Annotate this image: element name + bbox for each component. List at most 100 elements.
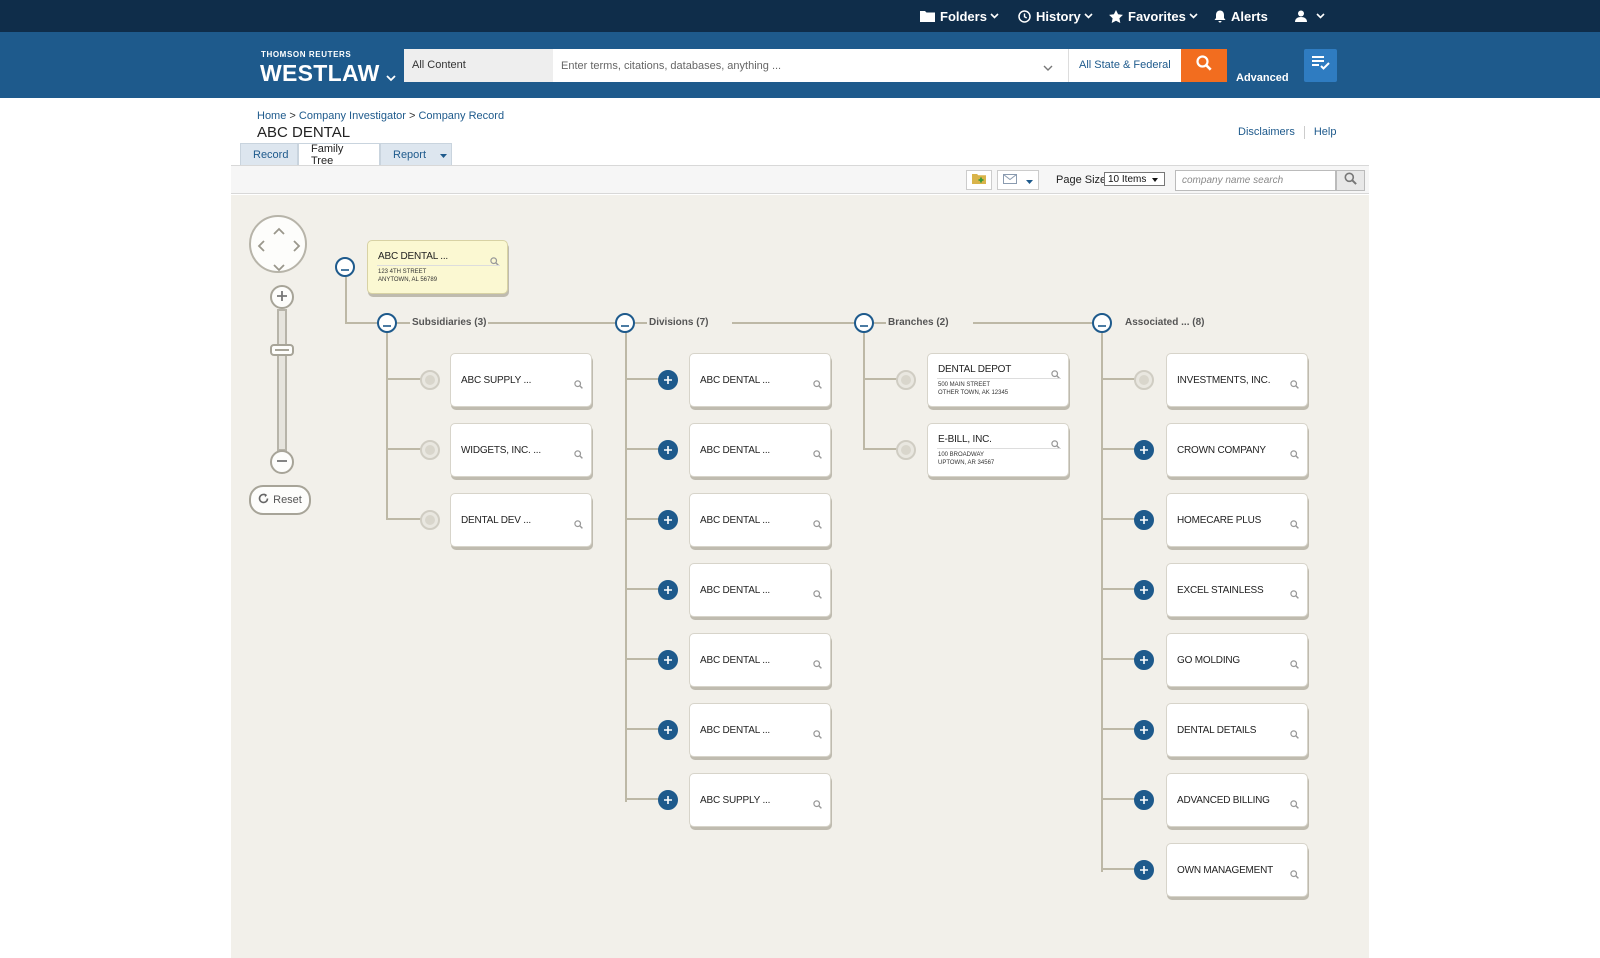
chevron-down-icon[interactable] [1043,59,1053,77]
branch-node[interactable]: E-BILL, INC. 100 BROADWAY UPTOWN, AR 345… [927,423,1069,477]
search-icon[interactable] [1290,726,1299,744]
associated-node[interactable]: HOMECARE PLUS [1166,493,1308,547]
search-icon[interactable] [574,376,583,394]
collapse-root-toggle[interactable] [335,257,355,277]
subsidiary-node[interactable]: WIDGETS, INC. ... [450,423,592,477]
search-icon[interactable] [574,516,583,534]
associated-node[interactable]: EXCEL STAINLESS [1166,563,1308,617]
favorites-menu[interactable]: Favorites [1109,0,1198,32]
expand-node-toggle[interactable] [658,370,678,390]
division-node[interactable]: ABC SUPPLY ... [689,773,831,827]
tab-record[interactable]: Record [240,143,298,165]
pan-down-icon[interactable] [273,259,285,277]
expand-node-toggle[interactable] [658,790,678,810]
associated-node[interactable]: ADVANCED BILLING [1166,773,1308,827]
collapse-subsidiaries-toggle[interactable] [377,313,397,333]
search-icon[interactable] [813,586,822,604]
search-icon[interactable] [813,796,822,814]
content-type-select[interactable]: All Content [404,49,553,82]
expand-node-toggle[interactable] [1134,440,1154,460]
save-to-folder-button[interactable] [966,170,992,190]
tab-report[interactable]: Report [380,143,452,165]
search-icon[interactable] [1290,796,1299,814]
zoom-out-button[interactable] [270,450,294,474]
associated-node[interactable]: GO MOLDING [1166,633,1308,687]
search-icon[interactable] [813,446,822,464]
search-icon[interactable] [1290,446,1299,464]
search-button[interactable] [1181,49,1227,82]
search-icon[interactable] [1290,516,1299,534]
expand-node-toggle[interactable] [658,510,678,530]
breadcrumb-home[interactable]: Home [257,110,287,122]
research-list-button[interactable] [1304,49,1337,82]
branch-node[interactable]: DENTAL DEPOT 500 MAIN STREET OTHER TOWN,… [927,353,1069,407]
expand-node-toggle[interactable] [1134,790,1154,810]
tab-family-tree[interactable]: Family Tree [298,143,380,167]
search-icon[interactable] [1290,586,1299,604]
pan-left-icon[interactable] [257,239,265,257]
search-icon[interactable] [1051,366,1060,384]
user-menu[interactable] [1295,0,1325,32]
company-name-search-input[interactable] [1175,170,1336,191]
expand-node-toggle[interactable] [658,720,678,740]
brand-logo-menu[interactable]: WESTLAW [260,58,396,88]
root-company-node[interactable]: ABC DENTAL ... 123 4TH STREET ANYTOWN, A… [367,240,508,294]
search-icon[interactable] [813,516,822,534]
alerts-menu[interactable]: Alerts [1214,0,1268,32]
associated-node[interactable]: DENTAL DETAILS [1166,703,1308,757]
subsidiary-node[interactable]: ABC SUPPLY ... [450,353,592,407]
expand-node-toggle[interactable] [1134,580,1154,600]
associated-node[interactable]: INVESTMENTS, INC. [1166,353,1308,407]
history-menu[interactable]: History [1018,0,1093,32]
expand-node-toggle[interactable] [1134,720,1154,740]
search-icon[interactable] [1051,436,1060,454]
tree-connector [1101,332,1103,872]
search-icon[interactable] [1290,656,1299,674]
plus-icon [664,581,672,599]
zoom-slider-track[interactable] [277,309,287,451]
expand-node-toggle[interactable] [1134,860,1154,880]
advanced-search-link[interactable]: Advanced [1236,72,1289,84]
search-icon[interactable] [813,656,822,674]
breadcrumb-company-record[interactable]: Company Record [418,110,505,122]
page-links: Disclaimers Help [1238,126,1336,139]
pan-right-icon[interactable] [293,239,301,257]
help-link[interactable]: Help [1313,126,1337,138]
expand-node-toggle[interactable] [658,650,678,670]
expand-node-toggle[interactable] [658,440,678,460]
company-search-button[interactable] [1336,170,1365,191]
expand-node-toggle[interactable] [1134,650,1154,670]
division-node[interactable]: ABC DENTAL ... [689,633,831,687]
zoom-slider-handle[interactable] [270,344,294,356]
search-icon[interactable] [813,376,822,394]
subsidiary-node[interactable]: DENTAL DEV ... [450,493,592,547]
search-input[interactable] [553,49,1068,82]
refresh-icon [258,493,273,507]
division-node[interactable]: ABC DENTAL ... [689,423,831,477]
search-icon[interactable] [813,726,822,744]
division-node[interactable]: ABC DENTAL ... [689,563,831,617]
pan-up-icon[interactable] [273,222,285,240]
zoom-in-button[interactable] [270,285,294,309]
associated-node[interactable]: CROWN COMPANY [1166,423,1308,477]
breadcrumb-company-investigator[interactable]: Company Investigator [298,110,406,122]
division-node[interactable]: ABC DENTAL ... [689,493,831,547]
expand-node-toggle[interactable] [1134,510,1154,530]
division-node[interactable]: ABC DENTAL ... [689,703,831,757]
collapse-associated-toggle[interactable] [1092,313,1112,333]
expand-node-toggle[interactable] [658,580,678,600]
email-button[interactable] [997,170,1039,190]
search-icon[interactable] [490,253,499,271]
disclaimers-link[interactable]: Disclaimers [1238,126,1295,138]
reset-view-button[interactable]: Reset [249,485,311,515]
search-icon[interactable] [1290,866,1299,884]
division-node[interactable]: ABC DENTAL ... [689,353,831,407]
page-size-select[interactable]: 10 Items [1104,172,1165,186]
collapse-divisions-toggle[interactable] [615,313,635,333]
search-icon[interactable] [1290,376,1299,394]
search-icon[interactable] [574,446,583,464]
jurisdiction-select[interactable]: All State & Federal [1068,49,1181,82]
associated-node[interactable]: OWN MANAGEMENT [1166,843,1308,897]
collapse-branches-toggle[interactable] [854,313,874,333]
folders-menu[interactable]: Folders [920,0,999,32]
